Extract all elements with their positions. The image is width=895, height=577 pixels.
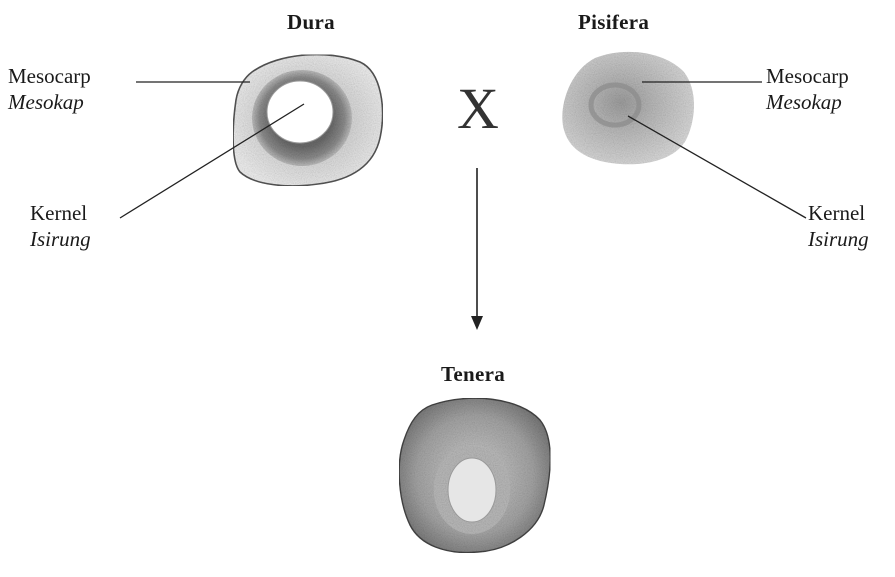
tenera-title: Tenera bbox=[441, 362, 505, 387]
pisifera-mesocarp-label: Mesocarp Mesokap bbox=[766, 63, 849, 115]
dura-title: Dura bbox=[287, 10, 335, 35]
pisifera-mesocarp-shape bbox=[562, 52, 694, 164]
dura-fruit bbox=[233, 55, 382, 186]
dura-kernel-label-ms: Isirung bbox=[30, 226, 91, 252]
pisifera-title: Pisifera bbox=[578, 10, 649, 35]
dura-mesocarp-label-en: Mesocarp bbox=[8, 63, 91, 89]
cross-symbol: X bbox=[457, 80, 499, 138]
pisifera-mesocarp-label-en: Mesocarp bbox=[766, 63, 849, 89]
dura-kernel-label-en: Kernel bbox=[30, 200, 91, 226]
dura-mesocarp-label: Mesocarp Mesokap bbox=[8, 63, 91, 115]
dura-kernel-label: Kernel Isirung bbox=[30, 200, 91, 252]
pisifera-kernel-label-ms: Isirung bbox=[808, 226, 869, 252]
tenera-fruit bbox=[399, 398, 550, 552]
dura-kernel-shape bbox=[267, 81, 333, 143]
pisifera-mesocarp-label-ms: Mesokap bbox=[766, 89, 849, 115]
tenera-kernel-shape bbox=[448, 458, 496, 522]
dura-mesocarp-label-ms: Mesokap bbox=[8, 89, 91, 115]
pisifera-kernel-leader bbox=[628, 116, 806, 218]
cross-arrow-head bbox=[471, 316, 483, 330]
pisifera-fruit bbox=[562, 52, 694, 164]
pisifera-kernel-label-en: Kernel bbox=[808, 200, 869, 226]
pisifera-kernel-label: Kernel Isirung bbox=[808, 200, 869, 252]
